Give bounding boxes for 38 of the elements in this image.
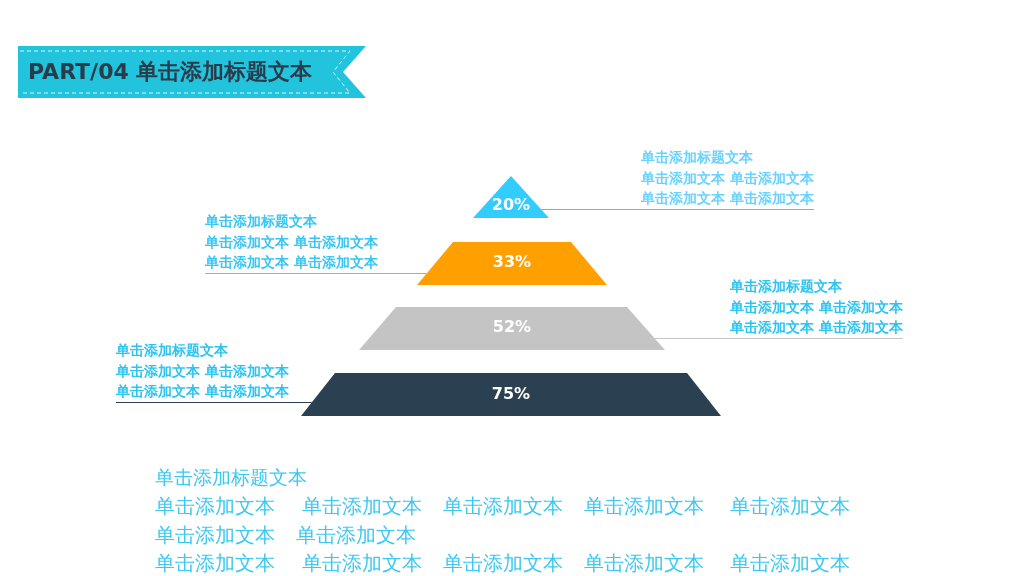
percentage-label: 52% bbox=[492, 317, 532, 337]
callout-text: 单击添加文本 单击添加文本 bbox=[116, 382, 289, 401]
percentage-label: 20% bbox=[491, 195, 531, 215]
leader-line bbox=[204, 273, 428, 274]
banner-title: PART/04 单击添加标题文本 bbox=[28, 58, 313, 86]
body-text: 单击添加文本 bbox=[302, 494, 422, 518]
callout-heading: 单击添加标题文本 bbox=[116, 341, 228, 360]
callout-text: 单击添加文本 单击添加文本 bbox=[116, 361, 289, 381]
body-text: 单击添加文本 bbox=[730, 494, 850, 518]
callout-text: 单击添加文本 单击添加文本 bbox=[641, 189, 814, 208]
body-text: 单击添加文本 bbox=[584, 551, 704, 575]
callout-text: 单击添加文本 单击添加文本 bbox=[641, 168, 814, 188]
body-text: 单击添加文本 bbox=[443, 494, 563, 518]
percentage-label: 75% bbox=[491, 384, 531, 404]
pyramid-tier bbox=[359, 307, 665, 350]
callout-text: 单击添加文本 单击添加文本 bbox=[205, 253, 378, 272]
body-text: 单击添加文本 bbox=[730, 551, 850, 575]
body-text: 单击添加文本 bbox=[302, 551, 422, 575]
callout-heading: 单击添加标题文本 bbox=[730, 277, 842, 296]
body-text: 单击添加文本 bbox=[155, 551, 275, 575]
body-text: 单击添加文本 bbox=[443, 551, 563, 575]
callout-text: 单击添加文本 单击添加文本 bbox=[730, 297, 903, 317]
leader-line bbox=[540, 209, 815, 210]
percentage-label: 33% bbox=[492, 252, 532, 272]
leader-line bbox=[115, 402, 313, 403]
callout-text: 单击添加文本 单击添加文本 bbox=[205, 232, 378, 252]
callout-heading: 单击添加标题文本 bbox=[641, 148, 753, 167]
pyramid-top-tier bbox=[473, 176, 549, 218]
body-text: 单击添加文本 bbox=[155, 494, 275, 518]
leader-line bbox=[654, 338, 904, 339]
pyramid-tier bbox=[417, 242, 607, 285]
pyramid-tier bbox=[301, 373, 721, 416]
body-text: 单击添加文本 bbox=[584, 494, 704, 518]
callout-heading: 单击添加标题文本 bbox=[205, 212, 317, 231]
body-text: 单击添加文本 bbox=[296, 523, 416, 547]
body-text: 单击添加文本 bbox=[155, 523, 275, 547]
subheading-text: 单击添加标题文本 bbox=[155, 465, 307, 489]
callout-text: 单击添加文本 单击添加文本 bbox=[730, 318, 903, 337]
